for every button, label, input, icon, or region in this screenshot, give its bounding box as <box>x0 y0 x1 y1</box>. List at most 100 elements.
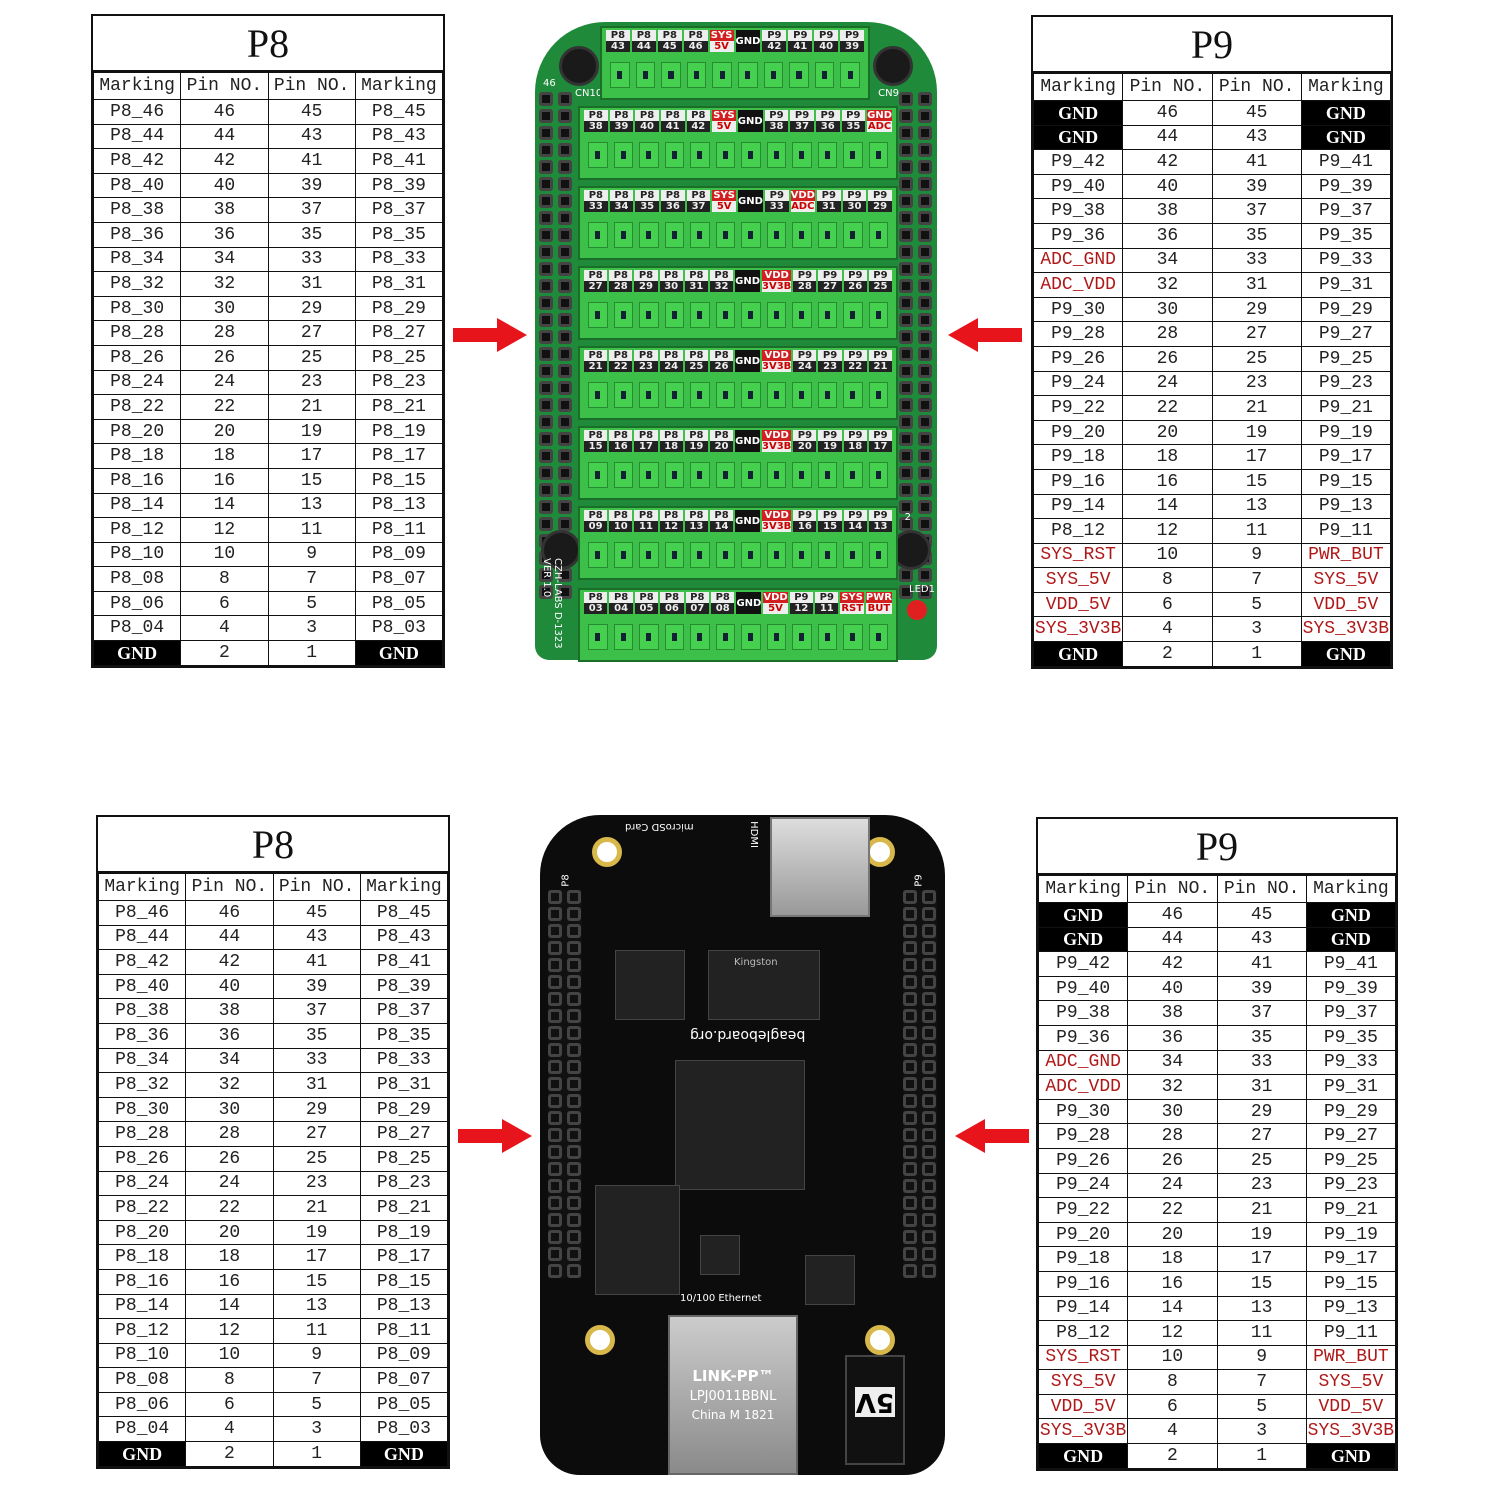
terminal-label-bottom: 24 <box>659 361 683 372</box>
marking-cell: P8_03 <box>359 1416 449 1443</box>
marking-cell: P8_33 <box>359 1047 449 1074</box>
pin-number-cell: 43 <box>272 924 361 951</box>
marking-cell: P9_31 <box>1305 1074 1397 1100</box>
pin-number-cell: 44 <box>1122 124 1213 151</box>
terminal-label-top: P8 <box>634 350 658 361</box>
terminal-label-bottom: 5V <box>712 121 736 132</box>
pin-number-cell: 37 <box>1216 1000 1307 1026</box>
pin-number-cell: 25 <box>272 1145 361 1172</box>
pin-number-cell: 16 <box>185 1268 274 1295</box>
pin-number-cell: 21 <box>272 1195 361 1221</box>
pin-number-cell: 33 <box>272 1047 361 1074</box>
marking-cell: P8_17 <box>354 443 444 469</box>
terminal-label-bottom: BUT <box>865 603 892 614</box>
pin-number-cell: 41 <box>1211 149 1302 175</box>
pin-number-cell: 1 <box>1211 641 1302 667</box>
terminal-label-bottom: 5V <box>763 603 788 614</box>
pin-number-cell: 20 <box>1127 1221 1218 1248</box>
terminal-label-top: P8 <box>631 30 656 41</box>
pin-number-cell: 37 <box>1211 198 1302 224</box>
marking-cell: SYS_3V3B <box>1037 1418 1129 1445</box>
terminal-label-top: P8 <box>609 350 633 361</box>
marking-cell: P8_18 <box>97 1244 187 1270</box>
terminal-label-bottom: 15 <box>584 441 608 452</box>
terminal-label-bottom: 11 <box>815 603 839 614</box>
screw-terminal <box>843 222 863 248</box>
pin-number-cell: 28 <box>185 1121 274 1147</box>
header-pin <box>557 228 572 242</box>
terminal-label-bottom: 19 <box>818 441 842 452</box>
header-pin <box>899 415 913 429</box>
pin-number-cell: 5 <box>267 590 356 617</box>
pin-number-cell: 38 <box>180 197 269 223</box>
pin-number-cell: 40 <box>1127 975 1218 1002</box>
pin-number-cell: 31 <box>272 1072 361 1098</box>
pin-number-cell: 41 <box>1216 951 1307 977</box>
header-pin <box>548 1094 562 1108</box>
screw-terminal <box>613 302 633 328</box>
pin-number-cell: 22 <box>180 394 269 420</box>
header-pin <box>917 143 932 157</box>
screw-terminal <box>639 542 659 568</box>
header-pin <box>921 1145 936 1159</box>
header-pin <box>899 279 913 293</box>
header-pin <box>548 975 562 989</box>
screw-terminal <box>766 382 786 408</box>
column-header: Marking <box>1300 73 1392 101</box>
header-pin <box>539 262 553 276</box>
header-pin <box>921 1009 936 1023</box>
marking-cell: P8_30 <box>92 295 182 322</box>
header-pin <box>921 1060 936 1074</box>
pin-number-cell: 11 <box>1216 1320 1307 1346</box>
header-pin <box>921 1179 936 1193</box>
terminal-label-bottom: 06 <box>660 603 684 614</box>
terminal-label-top: P8 <box>584 190 608 201</box>
pin-number-cell: 15 <box>1211 468 1302 495</box>
terminal-label-bottom: 05 <box>634 603 659 614</box>
header-pin <box>548 1247 562 1261</box>
arrow-left-icon <box>955 1119 1029 1153</box>
terminal-label-top: P8 <box>709 510 734 521</box>
terminal-label-bottom: 36 <box>815 121 840 132</box>
terminal-label-top: SYS <box>840 592 864 603</box>
marking-cell: P8_40 <box>97 973 187 1000</box>
terminal-label-bottom: 30 <box>842 201 867 212</box>
mounting-hole <box>585 1325 615 1355</box>
header-pin <box>539 432 553 446</box>
pin-number-cell: 35 <box>1211 222 1302 249</box>
terminal-label-bottom: 23 <box>634 361 658 372</box>
marking-cell: P8_16 <box>97 1268 187 1295</box>
pin-number-cell: 27 <box>272 1121 361 1147</box>
header-pin <box>548 1213 562 1227</box>
marking-cell: GND <box>1032 100 1124 126</box>
marking-cell: P8_32 <box>97 1072 187 1098</box>
terminal-label-bottom: 03 <box>584 603 608 614</box>
terminal-label-top: P9 <box>843 270 867 281</box>
screw-terminal <box>792 142 812 168</box>
pin-number-cell: 42 <box>1127 951 1218 977</box>
pin-number-cell: 20 <box>185 1219 274 1246</box>
header-pin <box>903 1077 917 1091</box>
marking-cell: P9_36 <box>1037 1024 1129 1051</box>
marking-cell: SYS_5V <box>1037 1369 1129 1395</box>
column-header: Pin NO. <box>1122 73 1213 101</box>
header-pin <box>903 1162 917 1176</box>
pin-number-cell: 19 <box>1211 419 1302 446</box>
marking-cell: P8_21 <box>359 1195 449 1221</box>
screw-terminal <box>690 462 710 488</box>
pin-number-cell: 18 <box>1122 444 1213 470</box>
header-pin <box>921 1111 936 1125</box>
